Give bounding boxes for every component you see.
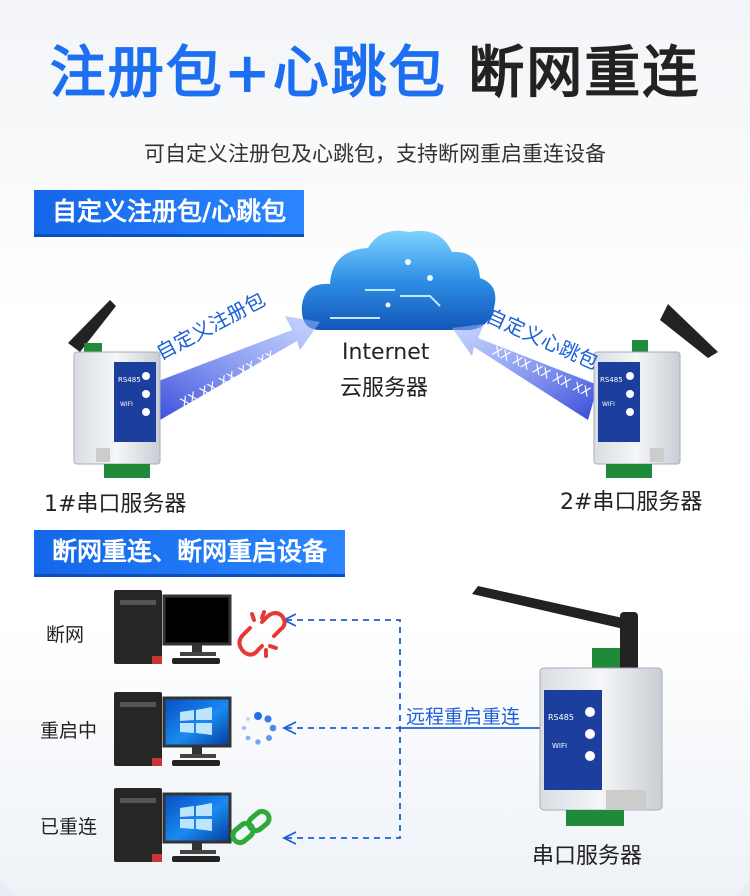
serial-server-device-main: RS485 WIFI (472, 586, 663, 826)
loading-spinner-icon (241, 712, 277, 745)
section-label-reconnect: 断网重连、断网重启设备 (34, 530, 346, 574)
device-1-wifi-text: WIFI (120, 401, 133, 408)
state-label-offline: 断网 (46, 624, 85, 646)
pc-reconnected (114, 788, 232, 862)
device-main-wifi-text: WIFI (552, 742, 567, 750)
register-packet-arrow (148, 316, 320, 420)
page-title: 注册包+心跳包 断网重连 (0, 28, 750, 109)
main-device-label: 串口服务器 (532, 844, 643, 869)
cloud-label-internet: Internet (342, 340, 430, 365)
device-main-rs485-text: RS485 (548, 713, 574, 722)
chain-link-icon (230, 808, 272, 846)
device-2-rs485-text: RS485 (600, 376, 623, 384)
title-dark: 断网重连 (468, 41, 701, 106)
cloud-icon (301, 230, 496, 331)
device-2-label: 2#串口服务器 (560, 490, 703, 515)
serial-server-device-1: RS485 WIFI (68, 300, 161, 478)
state-label-restarting: 重启中 (40, 720, 98, 742)
broken-link-icon (237, 610, 287, 658)
device-1-label: 1#串口服务器 (44, 492, 187, 517)
device-1-rs485-text: RS485 (118, 376, 141, 384)
heartbeat-packet-arrow (452, 324, 598, 420)
remote-restart-label: 远程重启重连 (406, 706, 521, 728)
section-label-custom-packets: 自定义注册包/心跳包 (34, 190, 305, 234)
state-label-reconnected: 已重连 (40, 816, 98, 838)
pc-offline (114, 590, 232, 664)
page-subtitle: 可自定义注册包及心跳包，支持断网重启重连设备 (144, 142, 606, 166)
device-2-wifi-text: WIFI (602, 401, 615, 408)
pc-restarting (114, 692, 232, 766)
remote-restart-connector (281, 613, 548, 845)
title-highlight: 注册包+心跳包 (49, 41, 447, 106)
cloud-label-server: 云服务器 (340, 376, 429, 401)
serial-server-device-2: RS485 WIFI (593, 304, 718, 478)
